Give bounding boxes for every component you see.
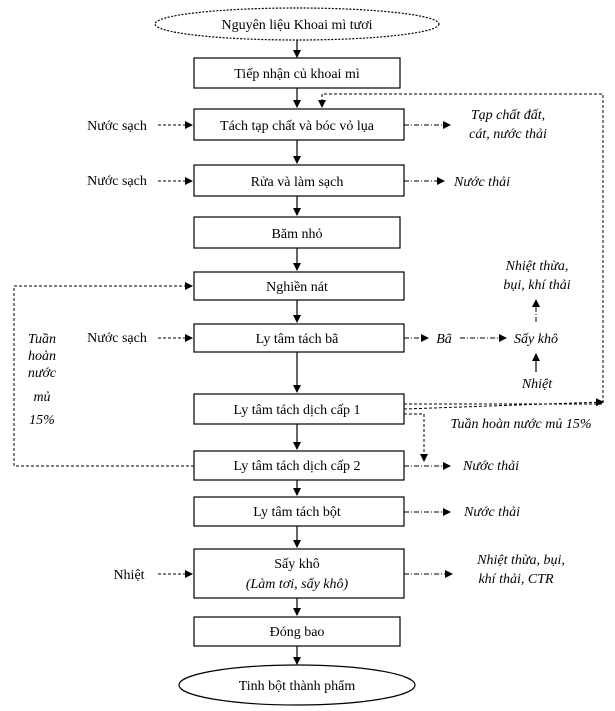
left-loop-line3: nước bbox=[28, 366, 57, 381]
output-impurities-line2: cát, nước thải bbox=[469, 127, 547, 142]
output-impurities-line1: Tạp chất đất, bbox=[471, 108, 545, 123]
step-4: Băm nhỏ bbox=[193, 216, 401, 249]
output-wastewater-starch-label: Nước thải bbox=[463, 505, 520, 520]
recycle-15-label: Tuần hoàn nước mủ 15% bbox=[450, 417, 591, 432]
step-1-label: Tiếp nhận củ khoai mì bbox=[234, 67, 360, 82]
step-10: Sấy khô (Làm tơi, sấy khô) bbox=[193, 548, 405, 599]
input-water-3: Nước sạch bbox=[87, 331, 193, 346]
pulp-dryer-heat-label: Nhiệt bbox=[521, 377, 553, 392]
output-wastewater-starch: Nước thải bbox=[404, 505, 520, 520]
input-water-1-label: Nước sạch bbox=[87, 119, 147, 134]
step-10-label: Sấy khô bbox=[274, 557, 320, 572]
output-pulp-label: Bã bbox=[436, 332, 452, 347]
left-loop-line5: 15% bbox=[29, 413, 55, 428]
output-impurities: Tạp chất đất, cát, nước thải bbox=[404, 108, 547, 142]
left-loop-line2: hoàn bbox=[28, 349, 56, 364]
start-node: Nguyên liệu Khoai mì tươi bbox=[154, 7, 440, 41]
step-6-label: Ly tâm tách bã bbox=[256, 332, 340, 347]
step-10-sublabel: (Làm tơi, sấy khô) bbox=[246, 577, 349, 592]
step-11: Đóng bao bbox=[193, 616, 401, 647]
step-1: Tiếp nhận củ khoai mì bbox=[193, 57, 401, 89]
step-9: Ly tâm tách bột bbox=[193, 496, 405, 527]
pulp-dryer-emission-line2: bụi, khí thải bbox=[503, 278, 570, 293]
end-ellipse bbox=[178, 664, 416, 706]
step-6: Ly tâm tách bã bbox=[193, 323, 405, 353]
step-3-label: Rửa và làm sạch bbox=[251, 175, 344, 190]
step-2: Tách tạp chất và bóc vỏ lụa bbox=[193, 108, 405, 141]
input-water-1: Nước sạch bbox=[87, 119, 193, 134]
output-wastewater-l2-label: Nước thải bbox=[462, 459, 519, 474]
step-8: Ly tâm tách dịch cấp 2 bbox=[193, 450, 405, 481]
step-8-label: Ly tâm tách dịch cấp 2 bbox=[233, 459, 360, 474]
start-ellipse bbox=[154, 7, 440, 41]
left-loop-line1: Tuần bbox=[28, 332, 56, 347]
step-5: Nghiền nát bbox=[193, 271, 405, 301]
pulp-dryer-label: Sấy khô bbox=[514, 332, 558, 347]
output-drying-emissions: Nhiệt thừa, bụi, khí thải, CTR bbox=[404, 553, 565, 587]
step-11-label: Đóng bao bbox=[270, 625, 325, 640]
pulp-dryer-emission-line1: Nhiệt thừa, bbox=[505, 259, 569, 274]
start-label: Nguyên liệu Khoai mì tươi bbox=[221, 18, 372, 33]
step-7-label: Ly tâm tách dịch cấp 1 bbox=[233, 403, 360, 418]
recycle-loop-left: Tuần hoàn nước mủ 15% bbox=[13, 282, 194, 467]
output-drying-emission-line1: Nhiệt thừa, bụi, bbox=[476, 553, 565, 568]
input-water-2-label: Nước sạch bbox=[87, 174, 147, 189]
end-node: Tinh bột thành phẩm bbox=[178, 664, 416, 706]
step-3: Rửa và làm sạch bbox=[193, 164, 405, 197]
output-pulp-branch: Bã Sấy khô Nhiệt thừa, bụi, khí thải Nhi… bbox=[404, 259, 571, 392]
end-label: Tinh bột thành phẩm bbox=[239, 679, 356, 694]
input-water-3-label: Nước sạch bbox=[87, 331, 147, 346]
input-heat: Nhiệt bbox=[113, 568, 193, 583]
step-2-label: Tách tạp chất và bóc vỏ lụa bbox=[220, 119, 375, 134]
left-loop-line4: mủ bbox=[33, 390, 50, 405]
step-9-label: Ly tâm tách bột bbox=[253, 505, 341, 520]
step-5-label: Nghiền nát bbox=[266, 280, 328, 295]
input-heat-label: Nhiệt bbox=[113, 568, 144, 583]
output-wastewater-wash: Nước thải bbox=[404, 175, 510, 190]
output-drying-emission-line2: khí thải, CTR bbox=[478, 572, 554, 587]
recycle-loop-right: Tuần hoàn nước mủ 15% bbox=[318, 93, 604, 432]
step-4-label: Băm nhỏ bbox=[272, 227, 323, 242]
output-wastewater-l2: Nước thải bbox=[404, 459, 519, 474]
step7-to-wastewater bbox=[404, 413, 428, 462]
input-water-2: Nước sạch bbox=[87, 174, 193, 189]
step-7: Ly tâm tách dịch cấp 1 bbox=[193, 393, 405, 425]
output-wastewater-wash-label: Nước thải bbox=[453, 175, 510, 190]
